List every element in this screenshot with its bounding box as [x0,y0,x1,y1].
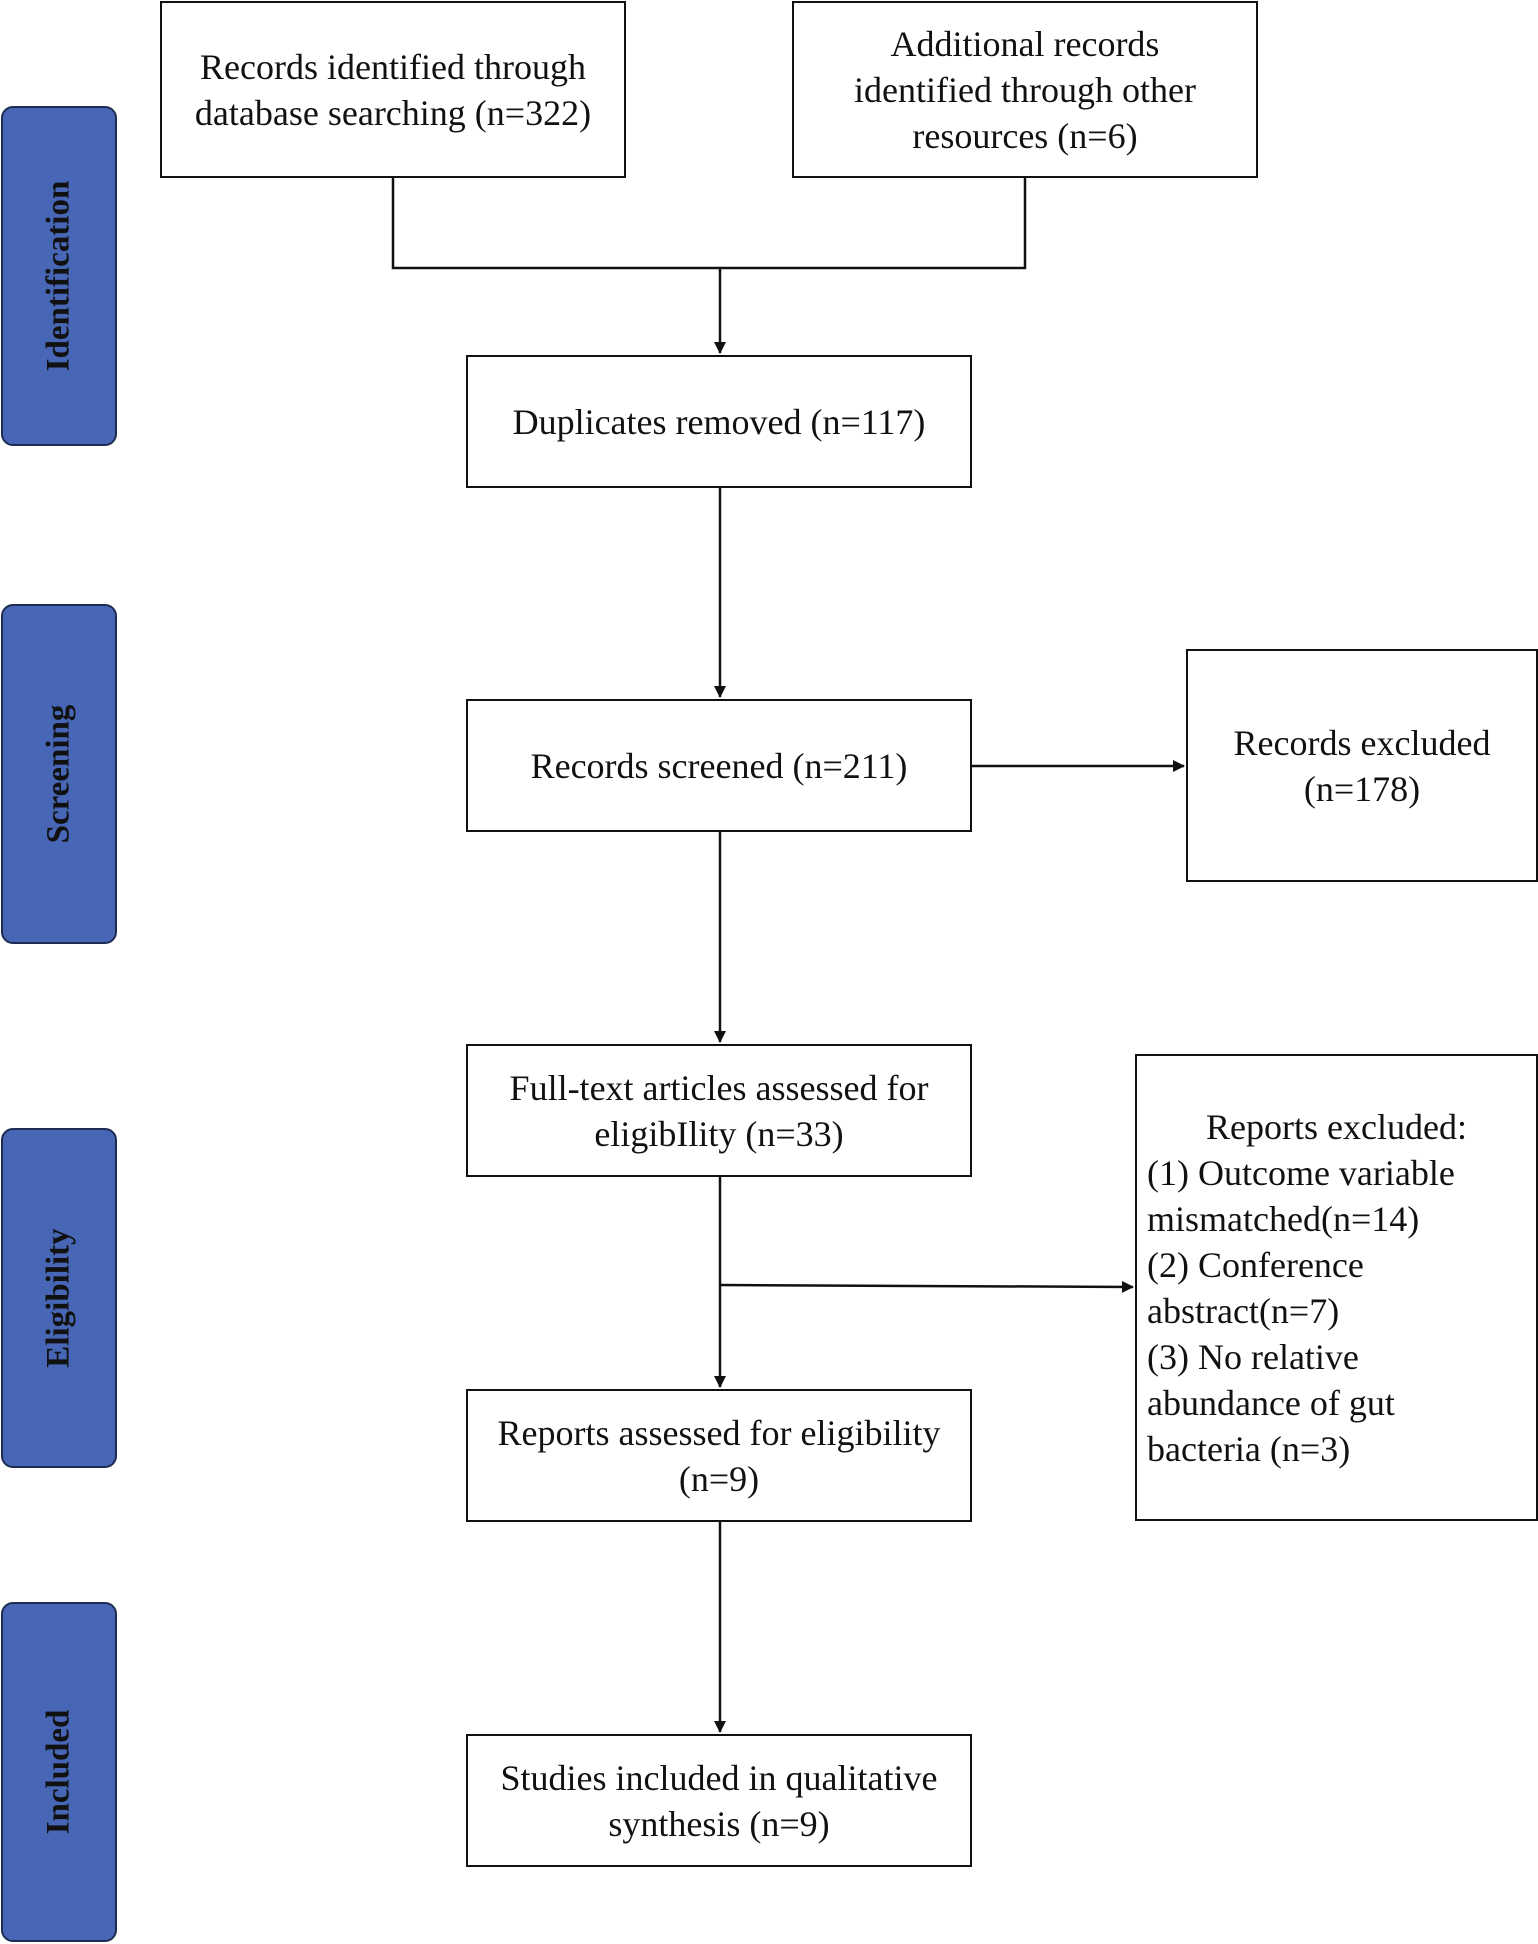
reports-excluded-content: Reports excluded: (1) Outcome variable m… [1147,1104,1536,1472]
box-text: Duplicates removed (n=117) [512,401,926,442]
reports-excluded-reasons: (1) Outcome variable mismatched(n=14) (2… [1147,1152,1455,1469]
box-records-screened: Records screened (n=211) [466,699,972,832]
box-studies-included: Studies included in qualitative synthesi… [466,1734,972,1867]
box-text: Full-text articles assessed for eligibIl… [509,1067,929,1154]
box-duplicates-removed: Duplicates removed (n=117) [466,355,972,488]
arrow-to-reports-excluded [719,1280,1134,1293]
stage-identification: Identification [1,106,117,446]
box-reports-excluded: Reports excluded: (1) Outcome variable m… [1135,1054,1538,1521]
stage-label: Included [40,1709,77,1835]
box-text: Records screened (n=211) [530,745,908,786]
stage-label: Screening [40,704,77,844]
merge-connector [391,178,1027,270]
stage-label: Eligibility [40,1228,77,1368]
box-text: Records excluded (n=178) [1233,722,1491,809]
box-records-excluded: Records excluded (n=178) [1186,649,1538,882]
box-reports-assessed: Reports assessed for eligibility (n=9) [466,1389,972,1522]
box-text: Records identified through database sear… [194,46,592,133]
stage-included: Included [1,1602,117,1942]
box-text: Reports assessed for eligibility (n=9) [497,1412,941,1499]
box-fulltext-assessed: Full-text articles assessed for eligibIl… [466,1044,972,1177]
reports-excluded-heading: Reports excluded: [1206,1106,1467,1147]
stage-screening: Screening [1,604,117,944]
stage-eligibility: Eligibility [1,1128,117,1468]
box-database-records: Records identified through database sear… [160,1,626,178]
box-other-records: Additional records identified through ot… [792,1,1258,178]
stage-label: Identification [40,180,77,372]
box-text: Studies included in qualitative synthesi… [500,1757,938,1844]
box-text: Additional records identified through ot… [854,23,1196,156]
